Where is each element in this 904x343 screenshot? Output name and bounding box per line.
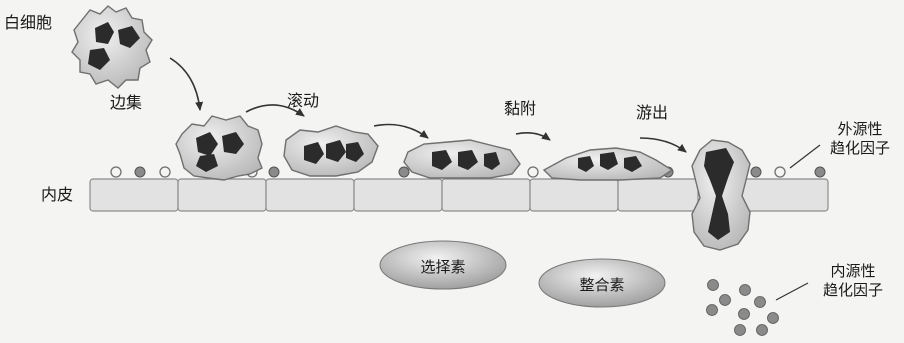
label-integrin: 整合素 [539, 274, 665, 295]
endothelial-cell [266, 179, 354, 211]
arrow-transmigration [640, 138, 686, 152]
label-selectin: 选择素 [380, 256, 506, 277]
receptor-dark [815, 167, 825, 177]
receptor-dark [269, 167, 279, 177]
receptor-dark [135, 167, 145, 177]
endothelial-cell [90, 179, 178, 211]
endogenous-chemokine-dots [707, 280, 779, 336]
label-endogenous-line2: 趋化因子 [806, 281, 900, 300]
endothelial-cell [442, 179, 530, 211]
endothelial-cell [530, 179, 618, 211]
label-rolling: 滚动 [287, 92, 319, 110]
label-endothelium: 内皮 [41, 186, 73, 204]
label-margination: 边集 [110, 94, 142, 112]
endothelial-cell [178, 179, 266, 211]
endothelial-cell [618, 179, 698, 211]
receptor-light [528, 167, 538, 177]
leukocyte-marginating [176, 116, 262, 180]
receptor-light [111, 167, 121, 177]
arrow-margination [170, 58, 200, 110]
label-endogenous-line1: 内源性 [806, 262, 900, 281]
leader-endogenous [776, 283, 808, 300]
leader-exogenous [790, 145, 820, 168]
endothelial-cell [354, 179, 442, 211]
leukocyte-transmigrating [692, 140, 750, 250]
leukocyte-rolling [284, 126, 378, 176]
label-leukocyte: 白细胞 [4, 14, 52, 32]
leukocyte-spreading [544, 148, 672, 180]
endothelial-cell [742, 179, 828, 211]
receptor-light [160, 167, 170, 177]
label-exogenous-line1: 外源性 [820, 120, 900, 139]
leukocyte-adhering [404, 140, 520, 178]
label-transmigration: 游出 [636, 104, 668, 122]
arrow-adhesion [374, 125, 428, 139]
label-endogenous-chemokine: 内源性 趋化因子 [806, 262, 900, 300]
label-exogenous-line2: 趋化因子 [820, 139, 900, 158]
arrow-spreading [516, 133, 550, 140]
receptor-dark [399, 167, 409, 177]
label-exogenous-chemokine: 外源性 趋化因子 [820, 120, 900, 158]
receptor-dark [751, 167, 761, 177]
label-adhesion: 黏附 [504, 100, 536, 118]
receptor-light [775, 167, 785, 177]
leukocyte-free [72, 6, 152, 88]
